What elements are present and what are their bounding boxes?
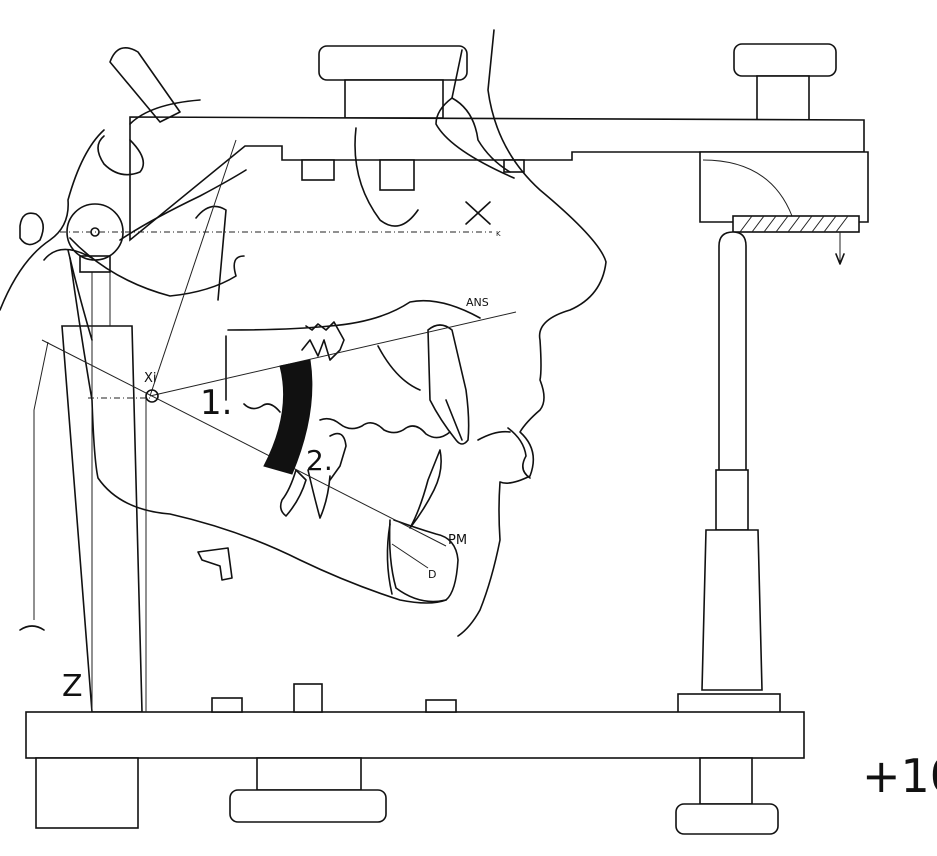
label-pm: PM bbox=[448, 533, 467, 548]
label-d: D bbox=[428, 568, 436, 581]
upper-knob-stem bbox=[344, 79, 444, 119]
articulator-frame bbox=[19, 43, 869, 835]
upper-adjust-knob bbox=[318, 45, 468, 81]
hatched-block bbox=[732, 215, 860, 233]
label-xi: Xi bbox=[144, 371, 157, 386]
label-ans: ANS bbox=[466, 296, 489, 309]
right-knob-stem bbox=[756, 75, 810, 121]
point-x-mark bbox=[465, 201, 491, 225]
xi-point-marker bbox=[145, 389, 159, 403]
label-plus-10: +10 bbox=[862, 749, 937, 803]
soft-tissue-profile bbox=[457, 29, 607, 637]
orbital-pointer bbox=[97, 46, 201, 176]
lower-base bbox=[25, 711, 805, 759]
corpus-axis bbox=[41, 339, 447, 547]
condylar-housing bbox=[699, 151, 869, 223]
right-post bbox=[718, 231, 747, 531]
lower-adjust-knob bbox=[229, 789, 387, 823]
cephalometric-tracing bbox=[0, 29, 607, 637]
label-z: Z bbox=[62, 669, 83, 704]
lower-right-knob bbox=[675, 803, 779, 835]
label-k: K bbox=[496, 230, 501, 238]
left-post bbox=[61, 325, 143, 713]
label-region-2: 2. bbox=[306, 444, 333, 477]
xi-ans-line bbox=[149, 311, 517, 397]
right-adjust-knob bbox=[733, 43, 837, 77]
label-region-1: 1. bbox=[200, 383, 232, 423]
reference-lines bbox=[41, 139, 517, 712]
upper-arm bbox=[129, 116, 865, 242]
measurement-arc-band bbox=[263, 359, 313, 475]
mandible-outline bbox=[69, 257, 459, 604]
